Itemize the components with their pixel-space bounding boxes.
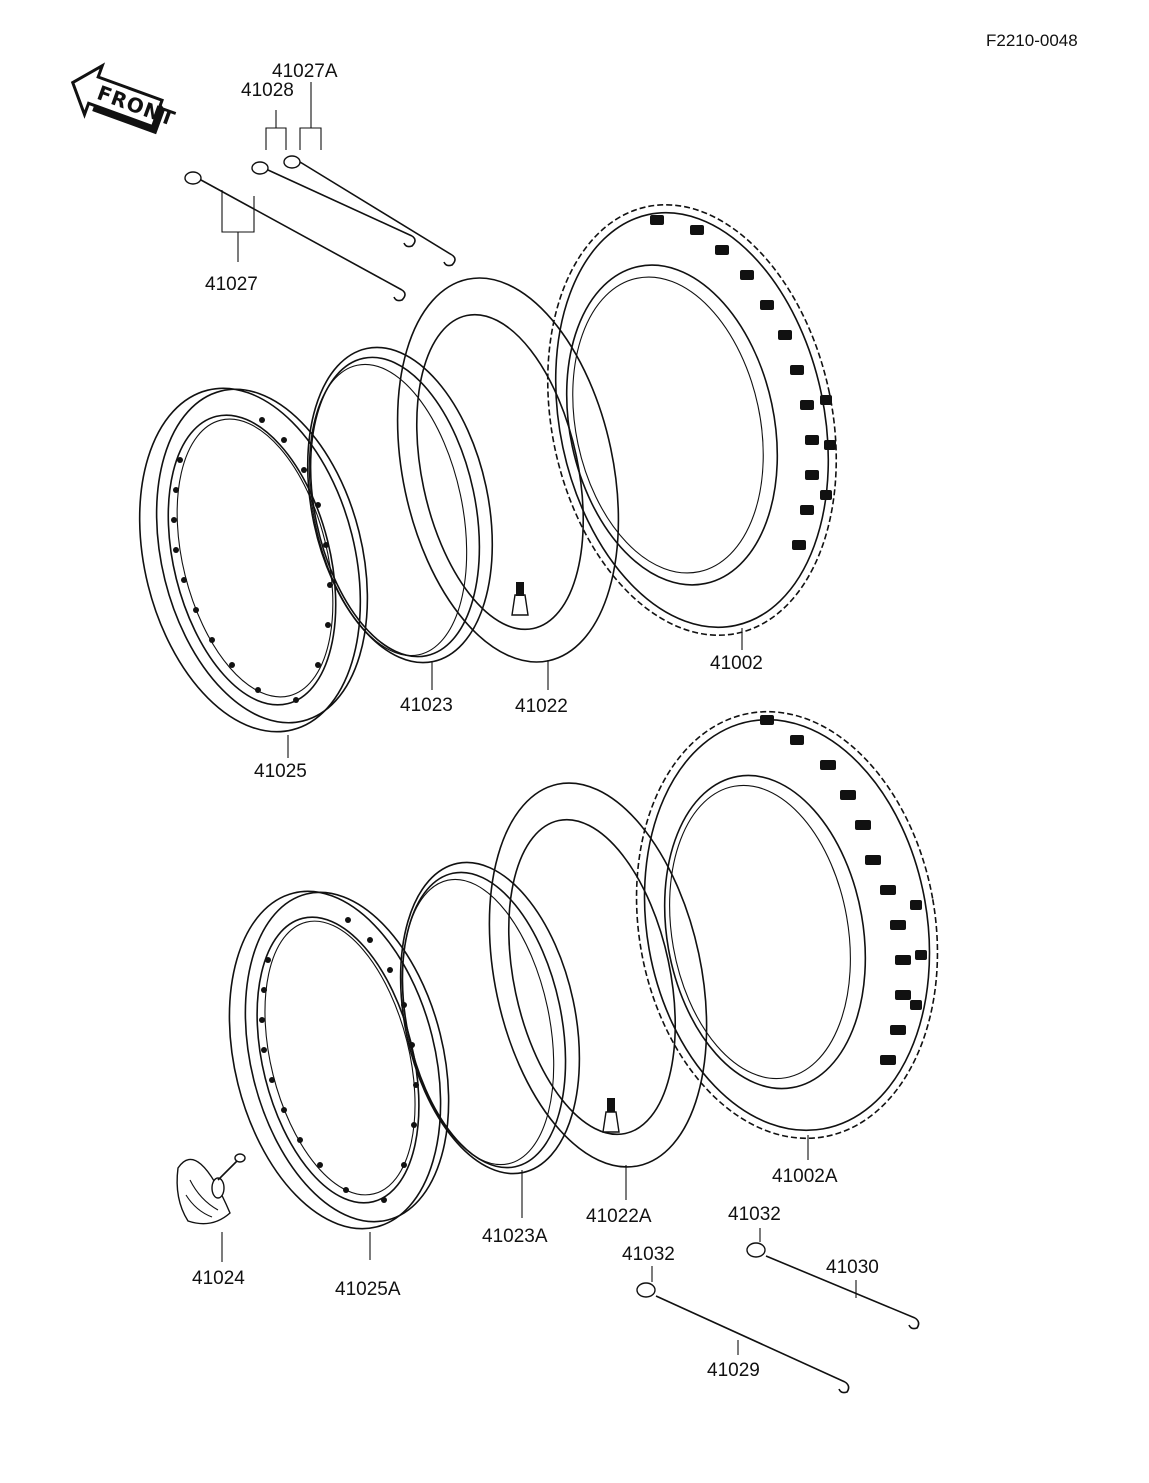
label-41027: 41027	[205, 274, 258, 295]
label-41032-upper: 41032	[728, 1204, 781, 1225]
label-41002A: 41002A	[772, 1166, 838, 1187]
label-41022: 41022	[515, 696, 568, 717]
label-41027A: 41027A	[272, 61, 338, 82]
front-arrow-icon: FRONT	[70, 62, 179, 135]
label-41032-lower: 41032	[622, 1244, 675, 1265]
rim-41025	[138, 387, 369, 733]
label-41028: 41028	[241, 80, 294, 101]
rim-band-41023	[306, 346, 494, 664]
spoke-41030	[746, 1242, 920, 1330]
spoke-41029	[636, 1282, 850, 1394]
tire-41002	[546, 203, 838, 637]
tube-41022	[396, 277, 620, 663]
spoke-41027	[184, 171, 406, 302]
spoke-41027A	[283, 155, 456, 267]
label-41025A: 41025A	[335, 1279, 401, 1300]
rim-41025A	[228, 890, 450, 1230]
label-41023A: 41023A	[482, 1226, 548, 1247]
label-41029: 41029	[707, 1360, 760, 1381]
label-41023: 41023	[400, 695, 453, 716]
label-41002: 41002	[710, 653, 763, 674]
label-41024: 41024	[192, 1268, 245, 1289]
label-41025: 41025	[254, 761, 307, 782]
spoke-41028	[251, 161, 416, 248]
tire-41002A	[635, 710, 939, 1140]
label-41022A: 41022A	[586, 1206, 652, 1227]
diagram-code: F2210-0048	[986, 31, 1078, 50]
tube-41022A	[488, 782, 708, 1168]
label-41030: 41030	[826, 1257, 879, 1278]
rim-lock-41024	[176, 1153, 246, 1225]
